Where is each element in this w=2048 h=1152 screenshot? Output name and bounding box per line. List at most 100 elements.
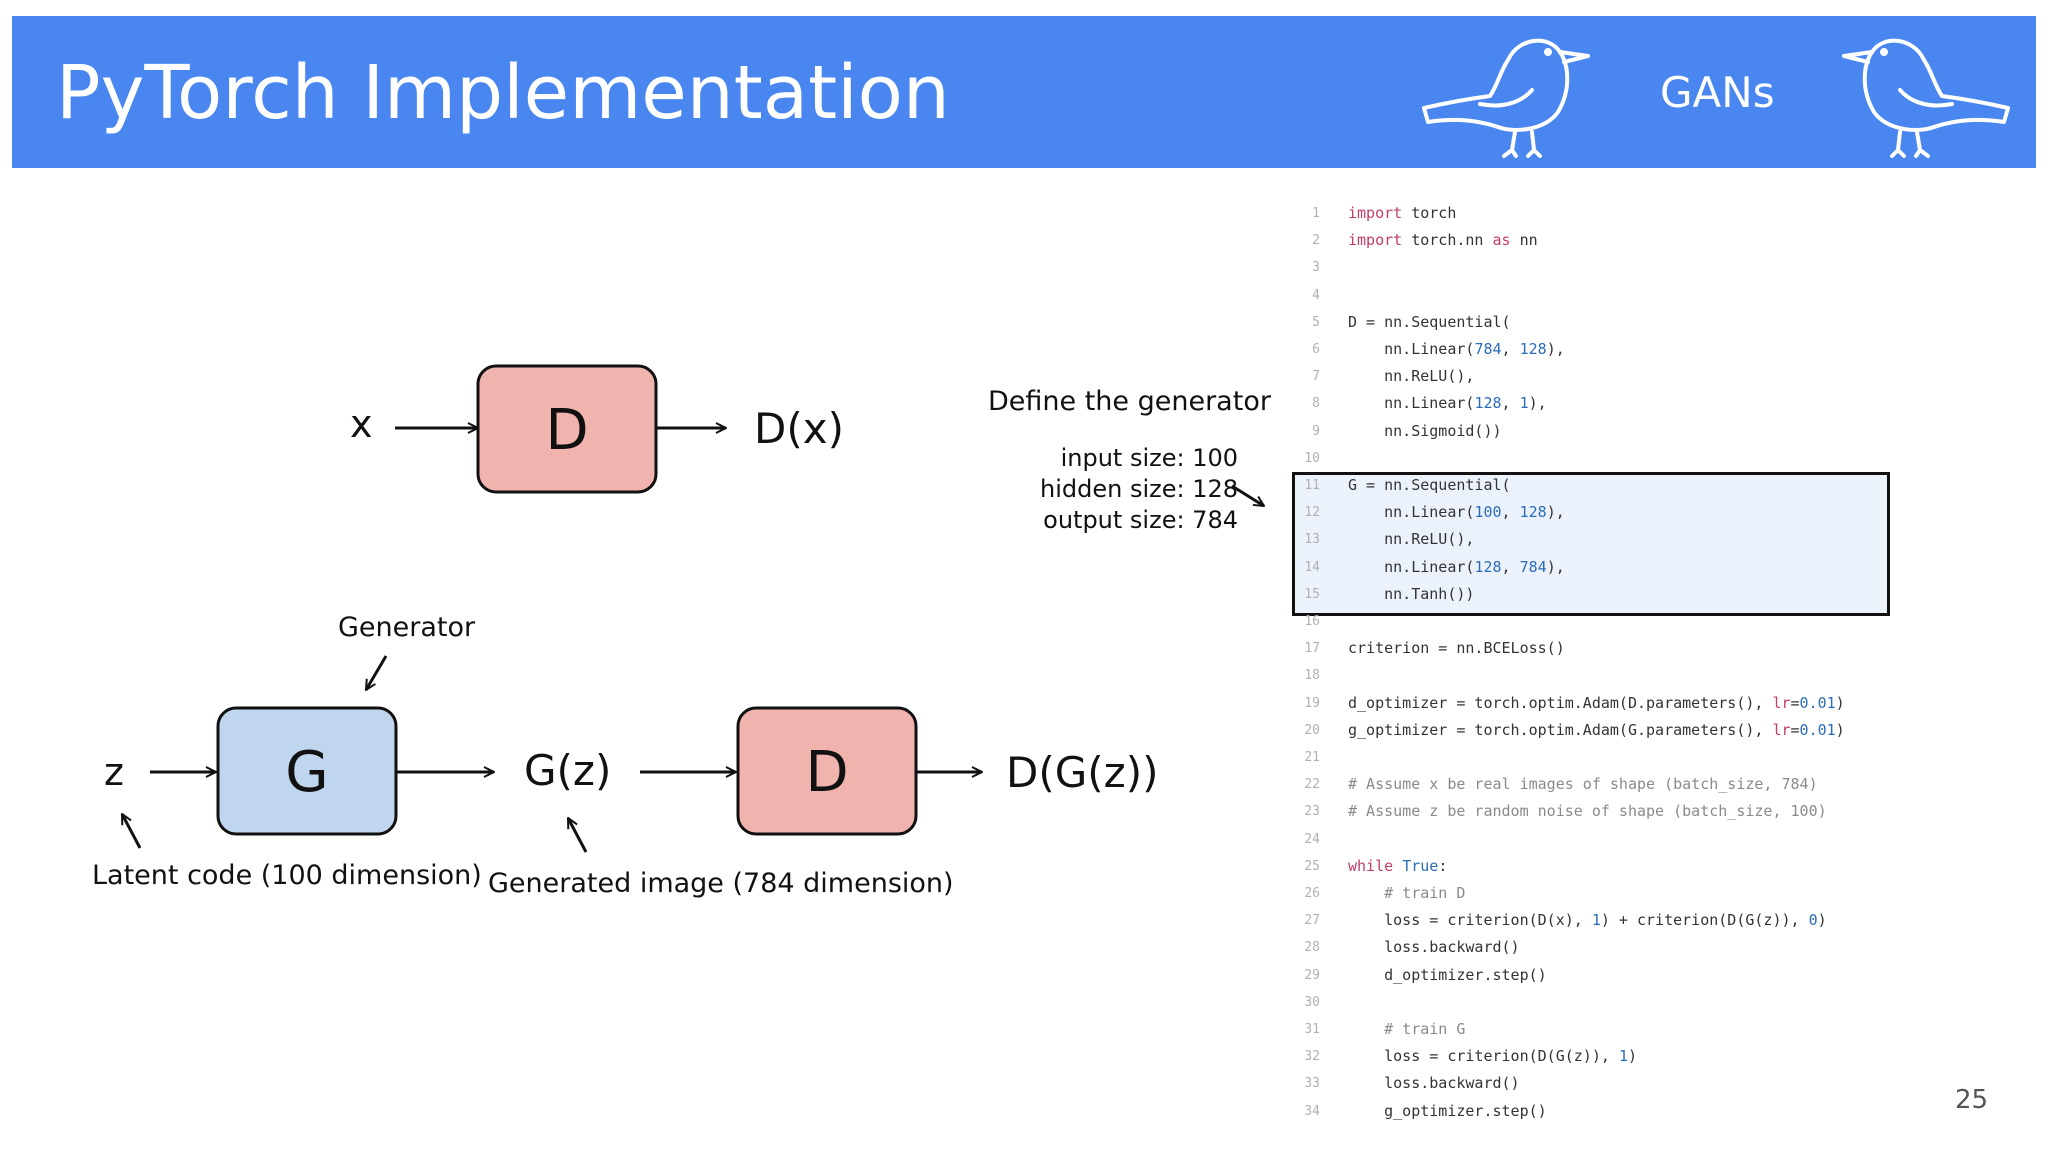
code-text: # train D — [1348, 884, 1466, 902]
code-text: d_optimizer = torch.optim.Adam(D.paramet… — [1348, 693, 1845, 712]
code-text: nn.Linear(100, 128), — [1348, 503, 1565, 522]
code-line: 27 loss = criterion(D(x), 1) + criterion… — [1290, 907, 1910, 934]
arrow-annotation — [1231, 484, 1264, 508]
header-banner — [12, 16, 2036, 168]
code-text: nn.Linear(128, 784), — [1348, 557, 1565, 576]
bird-icon-right — [1842, 38, 2010, 158]
line-number: 1 — [1312, 206, 1320, 221]
page-number: 25 — [1955, 1085, 1989, 1115]
code-text: nn.ReLU(), — [1348, 530, 1475, 549]
code-line: 30 — [1290, 989, 1910, 1016]
line-number: 13 — [1304, 532, 1320, 548]
code-line: 34 g_optimizer.step() — [1290, 1098, 1910, 1125]
code-text: nn.Linear(128, 1), — [1348, 394, 1547, 413]
line-number: 21 — [1304, 750, 1320, 765]
bird-icon-left — [1422, 38, 1590, 158]
line-number: 17 — [1304, 641, 1320, 657]
input-z-label: z — [104, 750, 124, 794]
code-line: 19 d_optimizer = torch.optim.Adam(D.param… — [1290, 690, 1910, 717]
code-line: 7 nn.ReLU(), — [1290, 363, 1910, 390]
code-line: 16 — [1290, 608, 1910, 635]
line-number: 24 — [1304, 831, 1320, 847]
code-text: while True: — [1348, 856, 1448, 875]
code-line: 21 — [1290, 744, 1910, 771]
code-line: 29 d_optimizer.step() — [1290, 962, 1910, 989]
code-text: import torch.nn as nn — [1348, 231, 1538, 250]
line-number: 30 — [1304, 994, 1320, 1010]
code-line: 2 import torch.nn as nn — [1290, 227, 1910, 254]
line-number: 10 — [1304, 450, 1320, 466]
code-line: 17 criterion = nn.BCELoss() — [1290, 635, 1910, 662]
line-number: 8 — [1312, 396, 1320, 412]
code-line: 14 nn.Linear(128, 784), — [1290, 554, 1910, 581]
code-text: loss = criterion(D(x), 1) + criterion(D(… — [1348, 911, 1827, 930]
line-number: 4 — [1312, 287, 1320, 303]
annotation-hidden-size: hidden size: 128 — [1039, 475, 1238, 503]
line-number: 34 — [1304, 1103, 1320, 1119]
code-line: 23# Assume z be random noise of shape (b… — [1290, 798, 1910, 825]
arrow-generated-label — [566, 818, 588, 853]
code-line: 12 nn.Linear(100, 128), — [1290, 499, 1910, 526]
generated-image-label: Generated image (784 dimension) — [488, 868, 954, 899]
dgz-label: D(G(z)) — [1006, 748, 1159, 797]
line-number: 6 — [1312, 342, 1320, 357]
line-number: 15 — [1304, 586, 1320, 602]
arrow-generator-label — [364, 655, 388, 690]
code-text: import torch — [1348, 204, 1457, 222]
generator-box — [216, 706, 398, 836]
code-text: d_optimizer.step() — [1348, 965, 1547, 984]
d-box-label-bottom: D — [805, 740, 849, 805]
line-number: 19 — [1304, 695, 1320, 711]
annotation-input-size: input size: 100 — [1060, 444, 1238, 472]
line-number: 28 — [1304, 940, 1320, 956]
line-number: 20 — [1304, 722, 1320, 738]
line-number: 26 — [1304, 886, 1320, 901]
code-line: 1 import torch — [1290, 200, 1910, 227]
line-number: 32 — [1304, 1049, 1320, 1065]
code-text: loss = criterion(D(G(z)), 1) — [1348, 1047, 1637, 1066]
line-number: 16 — [1304, 614, 1320, 629]
code-text: # Assume z be random noise of shape (bat… — [1348, 802, 1827, 821]
code-line: 4 — [1290, 282, 1910, 309]
latent-code-label: Latent code (100 dimension) — [92, 860, 482, 891]
code-text: criterion = nn.BCELoss() — [1348, 639, 1565, 658]
code-line: 8 nn.Linear(128, 1), — [1290, 390, 1910, 417]
d-box-label-top: D — [545, 398, 589, 463]
code-line: 22 # Assume x be real images of shape (ba… — [1290, 771, 1910, 798]
code-line: 3 — [1290, 254, 1910, 281]
code-line: 6 nn.Linear(784, 128), — [1290, 336, 1910, 363]
code-text: g_optimizer = torch.optim.Adam(G.paramet… — [1348, 720, 1845, 739]
line-number: 31 — [1304, 1022, 1320, 1037]
code-line: 5 D = nn.Sequential( — [1290, 309, 1910, 336]
line-number: 11 — [1304, 478, 1320, 493]
line-number: 2 — [1312, 233, 1320, 249]
code-text: nn.Linear(784, 128), — [1348, 340, 1565, 358]
code-line: 31 # train G — [1290, 1016, 1910, 1043]
code-line: 18 — [1290, 662, 1910, 689]
code-text: D = nn.Sequential( — [1348, 312, 1511, 331]
code-line: 10 — [1290, 445, 1910, 472]
slide-title: PyTorch Implementation — [56, 50, 950, 136]
line-number: 3 — [1312, 260, 1320, 276]
line-number: 5 — [1312, 314, 1320, 330]
code-text: nn.Tanh()) — [1348, 584, 1475, 603]
line-number: 14 — [1304, 559, 1320, 575]
annotation-title: Define the generator — [988, 386, 1271, 417]
code-text: # train G — [1348, 1020, 1466, 1038]
line-number: 22 — [1304, 777, 1320, 793]
code-text: # Assume x be real images of shape (batc… — [1348, 775, 1818, 794]
code-line: 15 nn.Tanh()) — [1290, 581, 1910, 608]
input-x-label: x — [350, 402, 373, 446]
gz-label: G(z) — [524, 746, 612, 795]
generator-code-highlight — [1292, 472, 1890, 616]
line-number: 9 — [1312, 423, 1320, 439]
line-number: 12 — [1304, 505, 1320, 521]
code-line: 20 g_optimizer = torch.optim.Adam(G.param… — [1290, 717, 1910, 744]
annotation-output-size: output size: 784 — [1043, 506, 1238, 534]
section-tag: GANs — [1660, 68, 1775, 117]
code-line: 28 loss.backward() — [1290, 934, 1910, 961]
line-number: 7 — [1312, 369, 1320, 385]
